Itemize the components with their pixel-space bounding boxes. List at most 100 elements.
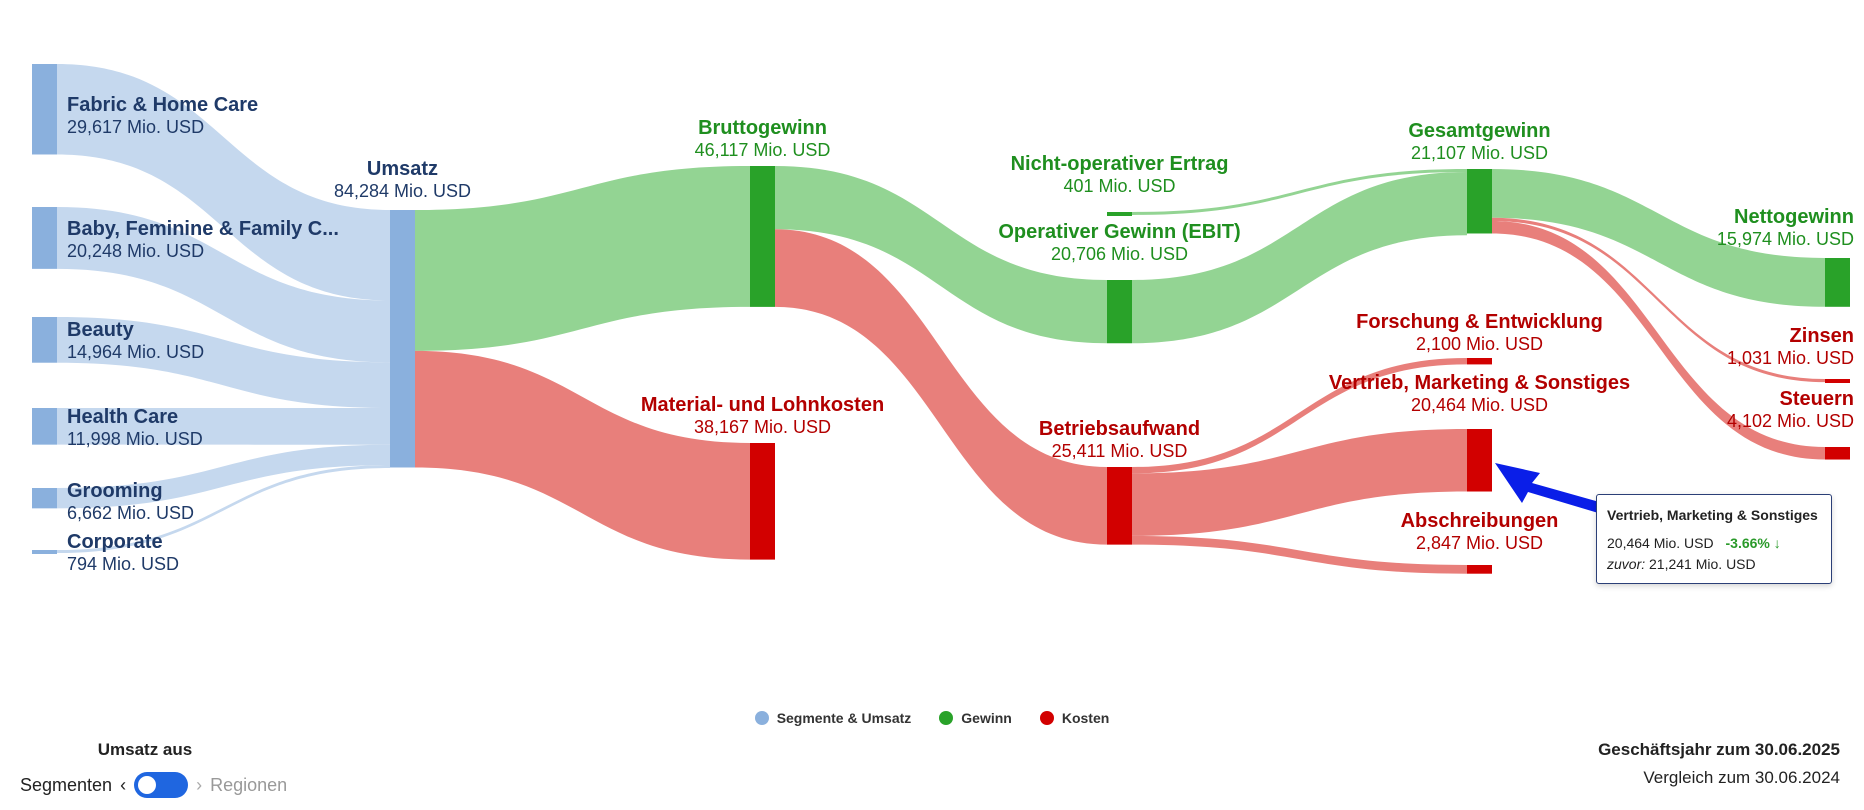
tooltip-prev-value: 21,241 Mio. USD [1649, 556, 1756, 572]
node-material[interactable] [750, 443, 775, 560]
tooltip-previous: zuvor: 21,241 Mio. USD [1607, 556, 1821, 572]
node-netto[interactable] [1825, 258, 1850, 307]
link-gesamt-steuern[interactable] [1492, 220, 1825, 460]
node-label-grooming: Grooming [67, 480, 163, 502]
fiscal-year-comparison: Vergleich zum 30.06.2024 [1643, 768, 1840, 787]
chevron-right-icon[interactable]: › [196, 774, 203, 795]
legend: Segmente & Umsatz Gewinn Kosten [0, 710, 1864, 726]
node-value-betrieb: 25,411 Mio. USD [1052, 441, 1188, 461]
legend-item[interactable]: Gewinn [939, 710, 1012, 726]
node-abschreib[interactable] [1467, 565, 1492, 574]
node-value-gesamt: 21,107 Mio. USD [1411, 143, 1548, 163]
link-health-umsatz[interactable] [57, 408, 390, 445]
node-value-corporate: 794 Mio. USD [67, 554, 179, 574]
node-steuern[interactable] [1825, 447, 1850, 460]
node-zinsen[interactable] [1825, 379, 1850, 383]
toggle-option-regions[interactable]: Regionen [210, 774, 288, 795]
node-label-fabric: Fabric & Home Care [67, 94, 258, 116]
link-ebit-gesamt[interactable] [1132, 172, 1467, 344]
fiscal-year-title: Geschäftsjahr zum 30.06.2025 [1598, 740, 1840, 759]
link-corporate-umsatz[interactable] [57, 465, 390, 553]
link-betrieb-forschung[interactable] [1132, 358, 1467, 474]
node-label-forschung: Forschung & Entwicklung [1356, 311, 1603, 333]
node-value-umsatz: 84,284 Mio. USD [334, 181, 471, 201]
node-gesamt[interactable] [1467, 169, 1492, 234]
legend-dot-icon [754, 711, 769, 725]
arrow-down-icon: ↓ [1773, 535, 1781, 551]
node-label-umsatz: Umsatz [367, 158, 438, 180]
node-label-abschreib: Abschreibungen [1401, 510, 1559, 532]
legend-dot-icon [1039, 711, 1054, 725]
node-label-corporate: Corporate [67, 531, 163, 553]
link-grooming-umsatz[interactable] [57, 444, 390, 509]
node-corporate[interactable] [32, 550, 57, 554]
tooltip-title: Vertrieb, Marketing & Sonstiges [1607, 507, 1818, 523]
legend-item[interactable]: Kosten [1039, 710, 1110, 726]
link-fabric-umsatz[interactable] [57, 64, 390, 301]
node-label-betrieb: Betriebsaufwand [1039, 418, 1200, 440]
link-brutto-betrieb[interactable] [775, 229, 1107, 545]
node-ebit[interactable] [1107, 280, 1132, 344]
legend-dot-icon [939, 711, 954, 725]
node-label-brutto: Bruttogewinn [698, 117, 827, 139]
node-nonop[interactable] [1107, 212, 1132, 216]
link-gesamt-zinsen[interactable] [1492, 217, 1825, 383]
arrow-icon [1495, 463, 1610, 515]
toggle-option-segments[interactable]: Segmenten [20, 774, 113, 795]
node-value-health: 11,998 Mio. USD [67, 429, 203, 449]
node-value-baby: 20,248 Mio. USD [67, 241, 204, 261]
node-value-grooming: 6,662 Mio. USD [67, 503, 194, 523]
node-label-health: Health Care [67, 406, 178, 428]
node-fabric[interactable] [32, 64, 57, 155]
node-grooming[interactable] [32, 488, 57, 509]
node-baby[interactable] [32, 207, 57, 269]
legend-label: Segmente & Umsatz [776, 710, 912, 726]
node-value-nonop: 401 Mio. USD [1063, 176, 1175, 196]
link-baby-umsatz[interactable] [57, 207, 390, 363]
node-value-brutto: 46,117 Mio. USD [695, 140, 831, 160]
node-value-zinsen: 1,031 Mio. USD [1727, 348, 1854, 368]
node-value-beauty: 14,964 Mio. USD [67, 342, 204, 362]
node-label-ebit: Operativer Gewinn (EBIT) [998, 221, 1240, 243]
node-vertrieb[interactable] [1467, 429, 1492, 492]
node-value-abschreib: 2,847 Mio. USD [1416, 533, 1543, 553]
node-umsatz[interactable] [390, 210, 415, 468]
node-label-baby: Baby, Feminine & Family C... [67, 218, 339, 240]
node-forschung[interactable] [1467, 358, 1492, 365]
node-health[interactable] [32, 408, 57, 445]
tooltip-prev-label: zuvor: [1607, 556, 1646, 572]
node-value-steuern: 4,102 Mio. USD [1727, 411, 1854, 431]
node-label-material: Material- und Lohnkosten [641, 394, 884, 416]
legend-item[interactable]: Segmente & Umsatz [754, 710, 912, 726]
toggle-switch[interactable] [134, 772, 189, 798]
node-label-beauty: Beauty [67, 319, 135, 341]
link-umsatz-brutto[interactable] [415, 166, 750, 351]
node-value-vertrieb: 20,464 Mio. USD [1411, 395, 1548, 415]
legend-label: Gewinn [961, 710, 1012, 726]
link-brutto-ebit[interactable] [775, 166, 1107, 344]
node-tooltip: Vertrieb, Marketing & Sonstiges 20,464 M… [1596, 494, 1832, 584]
link-betrieb-vertrieb[interactable] [1132, 429, 1467, 536]
node-brutto[interactable] [750, 166, 775, 307]
link-beauty-umsatz[interactable] [57, 317, 390, 409]
legend-label: Kosten [1061, 710, 1110, 726]
toggle-title: Umsatz aus [97, 740, 193, 759]
node-label-zinsen: Zinsen [1790, 325, 1854, 347]
link-betrieb-abschreib[interactable] [1132, 535, 1467, 574]
link-umsatz-material[interactable] [415, 350, 750, 560]
node-value-fabric: 29,617 Mio. USD [67, 117, 204, 137]
toggle-knob [138, 776, 157, 794]
tooltip-change-value: -3.66% [1725, 535, 1770, 551]
link-layer [57, 64, 1825, 574]
link-gesamt-netto[interactable] [1492, 169, 1825, 307]
link-nonop-gesamt[interactable] [1132, 169, 1467, 215]
node-betrieb[interactable] [1107, 467, 1132, 545]
node-beauty[interactable] [32, 317, 57, 363]
chevron-left-icon[interactable]: ‹ [120, 774, 127, 795]
toggle-row: Segmenten ‹ › Regionen [20, 772, 310, 798]
node-value-material: 38,167 Mio. USD [694, 417, 831, 437]
pointer-arrow [1495, 463, 1610, 515]
revenue-source-toggle: Umsatz aus Segmenten ‹ › Regionen [20, 740, 310, 798]
